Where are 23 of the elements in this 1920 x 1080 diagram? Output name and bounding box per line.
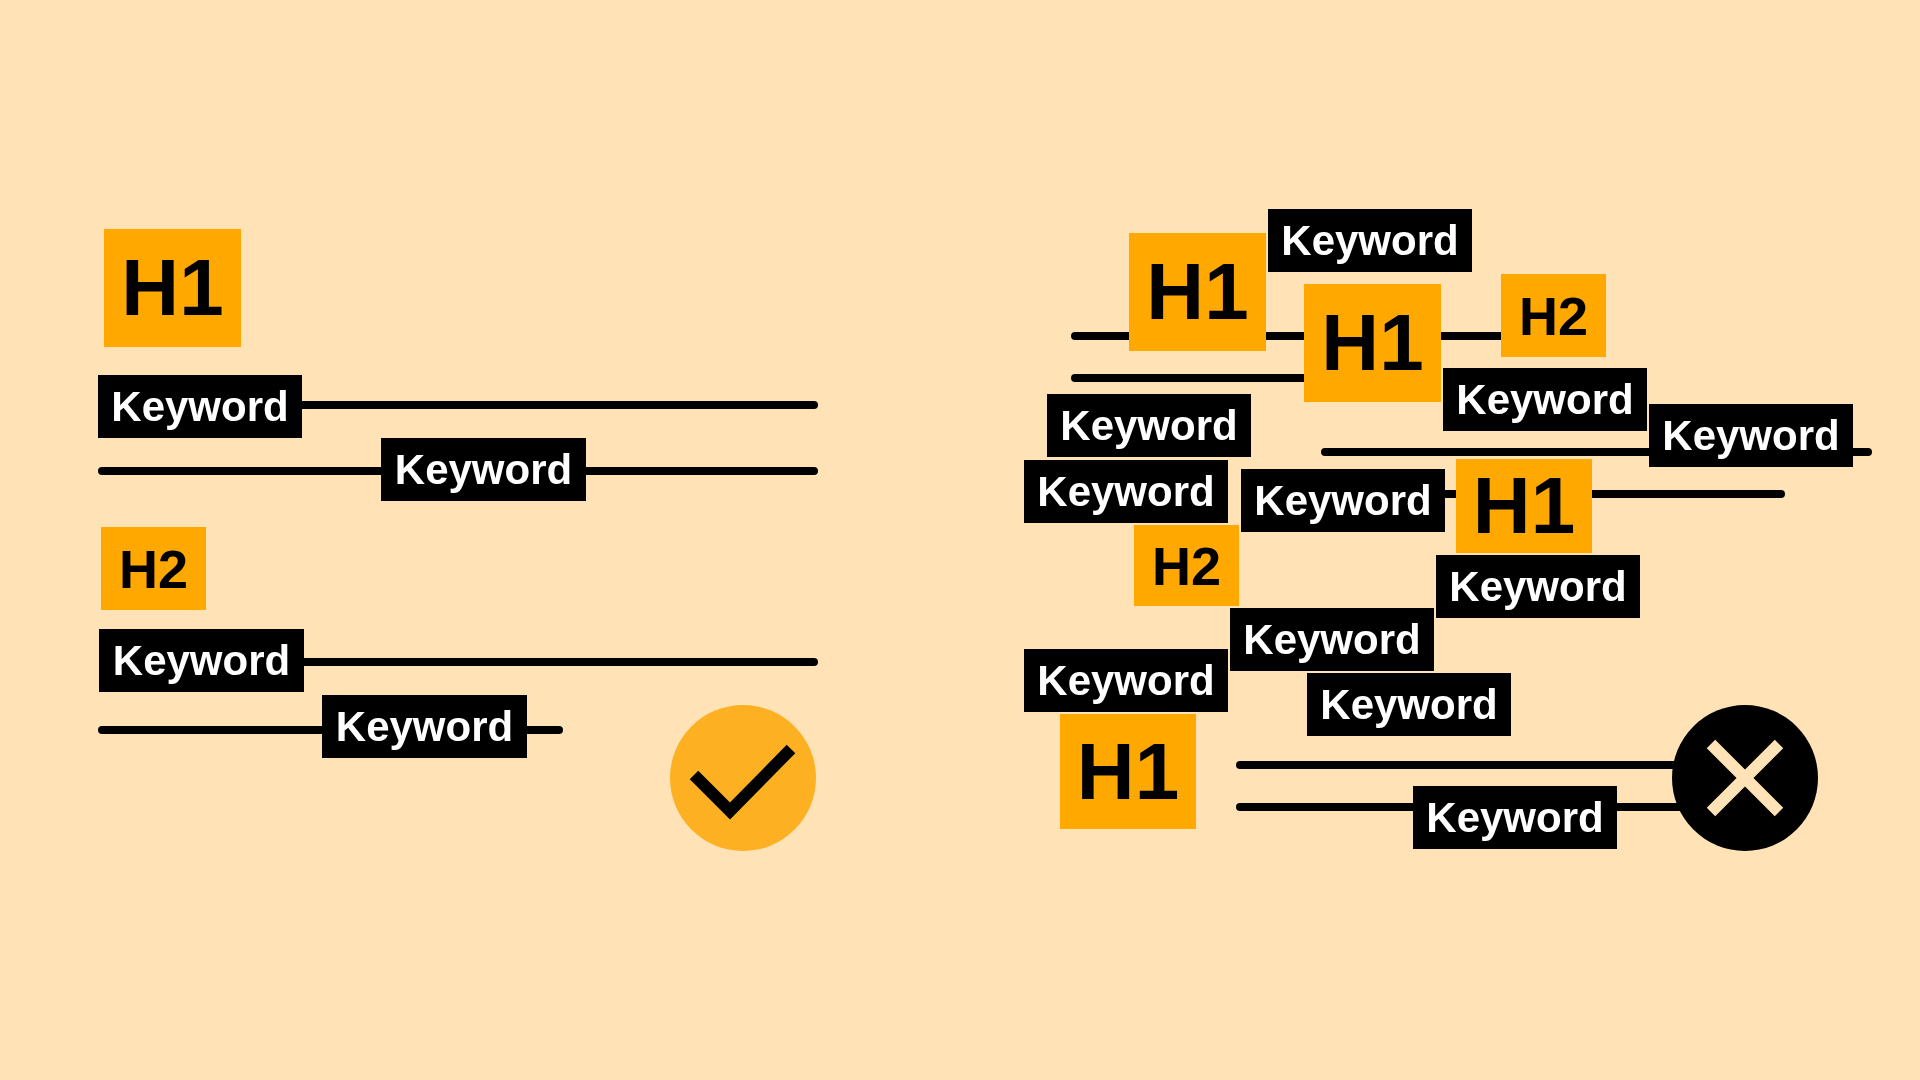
heading-label: H1	[104, 229, 241, 347]
keyword-label: Keyword	[1443, 368, 1647, 431]
keyword-label: Keyword	[1024, 649, 1228, 712]
heading-label: H2	[1501, 274, 1606, 357]
keyword-label: Keyword	[1268, 209, 1472, 272]
keyword-label: Keyword	[1649, 404, 1853, 467]
heading-label: H1	[1304, 284, 1441, 402]
heading-label: H2	[101, 527, 206, 610]
keyword-label: Keyword	[98, 375, 302, 438]
keyword-label: Keyword	[1230, 608, 1434, 671]
keyword-label: Keyword	[1047, 394, 1251, 457]
heading-label: H1	[1456, 459, 1592, 553]
keyword-label: Keyword	[1436, 555, 1640, 618]
heading-label: H1	[1129, 233, 1266, 351]
keyword-label: Keyword	[1241, 469, 1445, 532]
heading-label: H1	[1060, 714, 1196, 829]
heading-label: H2	[1134, 525, 1239, 606]
keyword-label: Keyword	[99, 629, 304, 692]
keyword-label: Keyword	[1413, 786, 1617, 849]
keyword-label: Keyword	[1024, 460, 1228, 523]
keyword-label: Keyword	[322, 695, 527, 758]
keyword-label: Keyword	[1307, 673, 1511, 736]
keyword-label: Keyword	[381, 438, 586, 501]
